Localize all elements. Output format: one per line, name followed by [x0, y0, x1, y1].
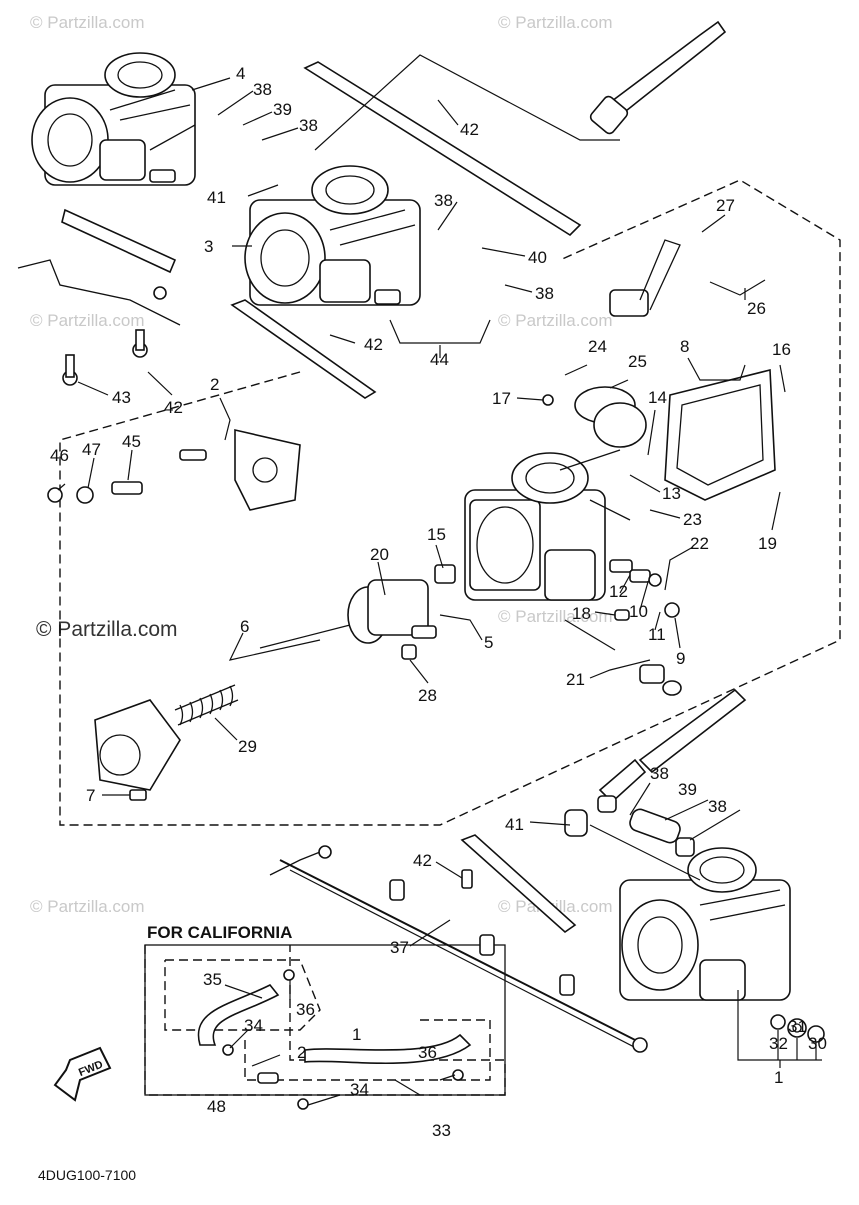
callout-label: 1	[774, 1068, 783, 1087]
callout-label: 29	[238, 737, 257, 756]
callout-label: 8	[680, 337, 689, 356]
callout-label: 24	[588, 337, 607, 356]
diaphragm-group	[94, 579, 429, 801]
callout-label: 22	[690, 534, 709, 553]
callout-label: 37	[390, 938, 409, 957]
callout-label: 4	[236, 64, 245, 83]
callout-label: 46	[50, 446, 69, 465]
callout-label: 27	[716, 196, 735, 215]
callout-label: 2	[297, 1043, 306, 1062]
callout-label: 34	[350, 1080, 369, 1099]
upper-linkage	[230, 20, 727, 399]
california-group-1	[244, 1019, 491, 1081]
callout-label: 1	[352, 1025, 361, 1044]
callout-label: 38	[253, 80, 272, 99]
california-parts	[197, 969, 472, 1110]
callout-label: 18	[572, 604, 591, 623]
callout-label: 6	[240, 617, 249, 636]
watermark: © Partzilla.com	[498, 311, 613, 330]
callout-label: 38	[535, 284, 554, 303]
callout-label: 25	[628, 352, 647, 371]
callout-label: 41	[207, 188, 226, 207]
callout-label: 12	[609, 582, 628, 601]
watermark: © Partzilla.com	[498, 607, 613, 626]
watermark: © Partzilla.com	[30, 311, 145, 330]
callout-label: 36	[418, 1043, 437, 1062]
callout-label: 19	[758, 534, 777, 553]
watermark: © Partzilla.com	[30, 897, 145, 916]
callout-label: 15	[427, 525, 446, 544]
leader-lines	[57, 77, 822, 1106]
callouts: 4 38 39 38 42 41 3 38 40 38 27 26 42 44 …	[50, 64, 827, 1140]
callout-label: 9	[676, 649, 685, 668]
callout-label: 42	[460, 120, 479, 139]
california-frame	[144, 944, 506, 1096]
callout-label: 38	[299, 116, 318, 135]
callout-label: 10	[629, 602, 648, 621]
callout-label: 13	[662, 484, 681, 503]
callout-label: 39	[273, 100, 292, 119]
callout-label: 41	[505, 815, 524, 834]
watermark: © Partzilla.com	[36, 618, 178, 641]
callout-label: 14	[648, 388, 667, 407]
fwd-arrow: FWD	[53, 1046, 112, 1102]
callout-label: 17	[492, 389, 511, 408]
carburetor-4	[31, 52, 196, 186]
callout-label: 43	[112, 388, 131, 407]
callout-label: 36	[296, 1000, 315, 1019]
carburetor-body-exploded	[464, 449, 631, 601]
callout-label: 20	[370, 545, 389, 564]
watermark: © Partzilla.com	[498, 13, 613, 32]
california-group-2	[164, 959, 321, 1031]
left-bracket	[17, 208, 181, 386]
lower-linkage	[269, 834, 648, 1053]
callout-label: 40	[528, 248, 547, 267]
callout-label: 7	[86, 786, 95, 805]
callout-label: 44	[430, 350, 449, 369]
callout-label: 35	[203, 970, 222, 989]
callout-label: 47	[82, 440, 101, 459]
callout-label: 30	[808, 1034, 827, 1053]
callout-label: 38	[708, 797, 727, 816]
callout-label: 38	[434, 191, 453, 210]
bracket-45	[47, 428, 301, 511]
callout-label: 23	[683, 510, 702, 529]
carburetor-3	[244, 165, 421, 306]
callout-label: 31	[788, 1017, 807, 1036]
watermarks: © Partzilla.com © Partzilla.com © Partzi…	[30, 13, 613, 916]
callout-label: 33	[432, 1121, 451, 1140]
callout-label: 48	[207, 1097, 226, 1116]
callout-label: 21	[566, 670, 585, 689]
callout-label: 5	[484, 633, 493, 652]
callout-label: 16	[772, 340, 791, 359]
callout-label: 38	[650, 764, 669, 783]
carburetor-lower	[619, 847, 791, 1001]
group-boundaries	[59, 179, 841, 1096]
callout-label: 42	[164, 398, 183, 417]
top-cover-8	[574, 239, 776, 501]
callout-label: 2	[210, 375, 219, 394]
callout-label: 28	[418, 686, 437, 705]
callout-label: 34	[244, 1016, 263, 1035]
callout-label: 42	[413, 851, 432, 870]
callout-label: 45	[122, 432, 141, 451]
washers	[770, 1014, 825, 1043]
assembly-boundary-2	[59, 179, 841, 826]
callout-label: 26	[747, 299, 766, 318]
callout-label: 42	[364, 335, 383, 354]
callout-label: 39	[678, 780, 697, 799]
watermark: © Partzilla.com	[30, 13, 145, 32]
diagram-code: 4DUG100-7100	[38, 1167, 136, 1183]
callout-label: 3	[204, 237, 213, 256]
callout-label: 32	[769, 1034, 788, 1053]
callout-label: 11	[648, 625, 666, 644]
jets-group	[401, 394, 682, 696]
lower-hose	[564, 688, 747, 881]
california-title: FOR CALIFORNIA	[147, 923, 292, 942]
